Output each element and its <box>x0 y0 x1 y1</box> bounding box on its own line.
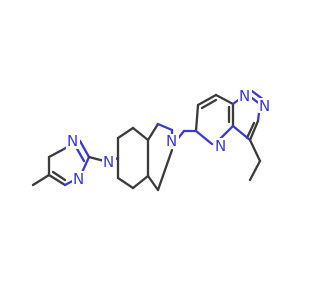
atom-label-n: N <box>166 132 177 150</box>
atom-label-n: N <box>215 137 226 155</box>
atom-label-n: N <box>103 153 114 171</box>
atom-label-n: N <box>259 97 270 115</box>
molecule-diagram: N N N N N N N <box>31 87 272 192</box>
atom-labels: N N N N N N N <box>66 87 272 188</box>
triazolopyridazine <box>182 89 266 182</box>
atom-label-n: N <box>239 87 250 105</box>
atom-label-n: N <box>67 132 78 150</box>
atom-label-n: N <box>73 170 84 188</box>
